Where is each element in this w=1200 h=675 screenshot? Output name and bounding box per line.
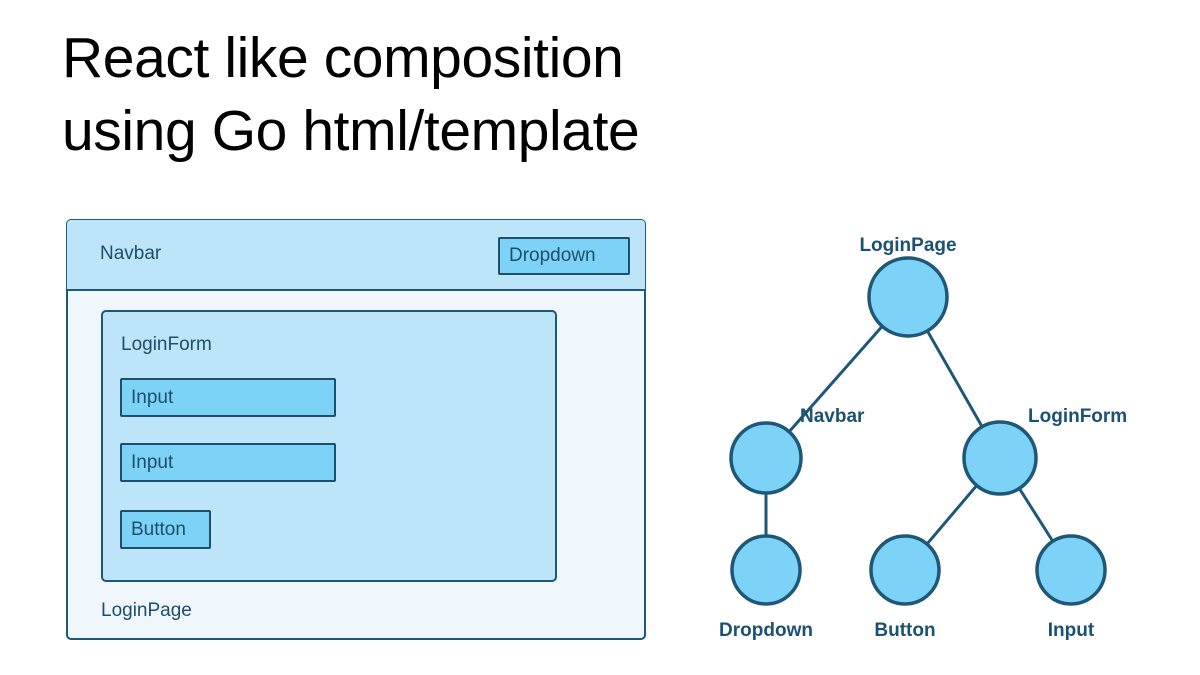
mockup-navbar-label: Navbar — [100, 243, 162, 264]
mockup-submit-button-label: Button — [131, 519, 186, 540]
tree-node-label-loginform: LoginForm — [1028, 406, 1128, 427]
tree-node-loginform[interactable] — [962, 420, 1038, 496]
tree-node-label-dropdown: Dropdown — [719, 620, 813, 641]
tree-node-label-input: Input — [1047, 620, 1095, 641]
page-title: React like composition using Go html/tem… — [62, 26, 640, 163]
mockup-dropdown-label: Dropdown — [509, 245, 596, 266]
mockup-navbar-region: Navbar Dropdown — [67, 220, 645, 291]
tree-edge-loginpage-to-loginform — [925, 328, 985, 430]
tree-edge-loginpage-to-navbar — [786, 323, 885, 435]
tree-node-label-button: Button — [874, 620, 936, 641]
tree-node-dropdown[interactable] — [730, 534, 802, 606]
tree-edge-loginform-to-input — [1017, 486, 1055, 544]
tree-edge-loginform-to-button — [924, 483, 979, 547]
tree-node-label-loginpage: LoginPage — [859, 235, 957, 256]
mockup-input-field-1[interactable]: Input — [120, 378, 336, 417]
tree-node-input[interactable] — [1035, 534, 1107, 606]
mockup-dropdown-control[interactable]: Dropdown — [498, 237, 630, 275]
mockup-input-field-2[interactable]: Input — [120, 443, 336, 482]
mockup-loginpage-label: LoginPage — [101, 600, 192, 621]
mockup-submit-button[interactable]: Button — [120, 510, 211, 549]
login-page-mockup: Navbar Dropdown LoginForm Input Input Bu… — [66, 219, 646, 640]
mockup-loginform-region: LoginForm Input Input Button — [101, 310, 557, 582]
tree-node-button[interactable] — [869, 534, 941, 606]
tree-node-label-navbar: Navbar — [800, 406, 865, 427]
tree-edge-group — [764, 323, 1055, 547]
mockup-input-field-2-label: Input — [131, 452, 174, 473]
mockup-input-field-1-label: Input — [131, 387, 174, 408]
tree-node-navbar[interactable] — [729, 421, 803, 495]
mockup-loginform-label: LoginForm — [121, 334, 212, 355]
tree-node-group — [729, 256, 1107, 606]
component-tree-graph — [729, 256, 1107, 606]
tree-node-loginpage[interactable] — [867, 256, 949, 338]
